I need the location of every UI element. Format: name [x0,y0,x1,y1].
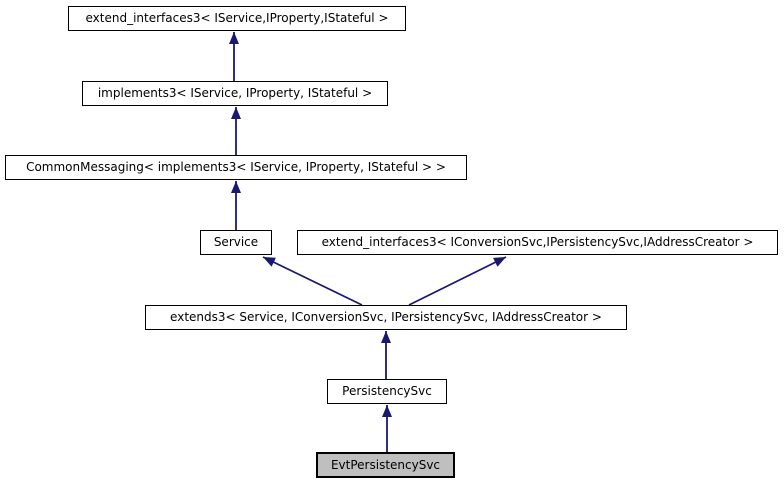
class-node-persistency-svc[interactable]: PersistencySvc [327,379,447,404]
class-node-implements3[interactable]: implements3< IService, IProperty, IState… [82,81,388,106]
class-node-extend-interfaces3-iservice[interactable]: extend_interfaces3< IService,IProperty,I… [68,6,406,31]
class-node-service[interactable]: Service [200,230,272,255]
inheritance-arrow-extends3-to-service [262,256,363,306]
class-node-extend-interfaces3-iconversionsvc[interactable]: extend_interfaces3< IConversionSvc,IPers… [297,230,778,255]
class-node-common-messaging[interactable]: CommonMessaging< implements3< IService, … [5,155,467,180]
class-node-extends3[interactable]: extends3< Service, IConversionSvc, IPers… [145,305,627,330]
class-node-evt-persistency-svc-current: EvtPersistencySvc [316,452,455,478]
inheritance-arrow-extends3-to-extend-interfaces3 [408,256,507,306]
